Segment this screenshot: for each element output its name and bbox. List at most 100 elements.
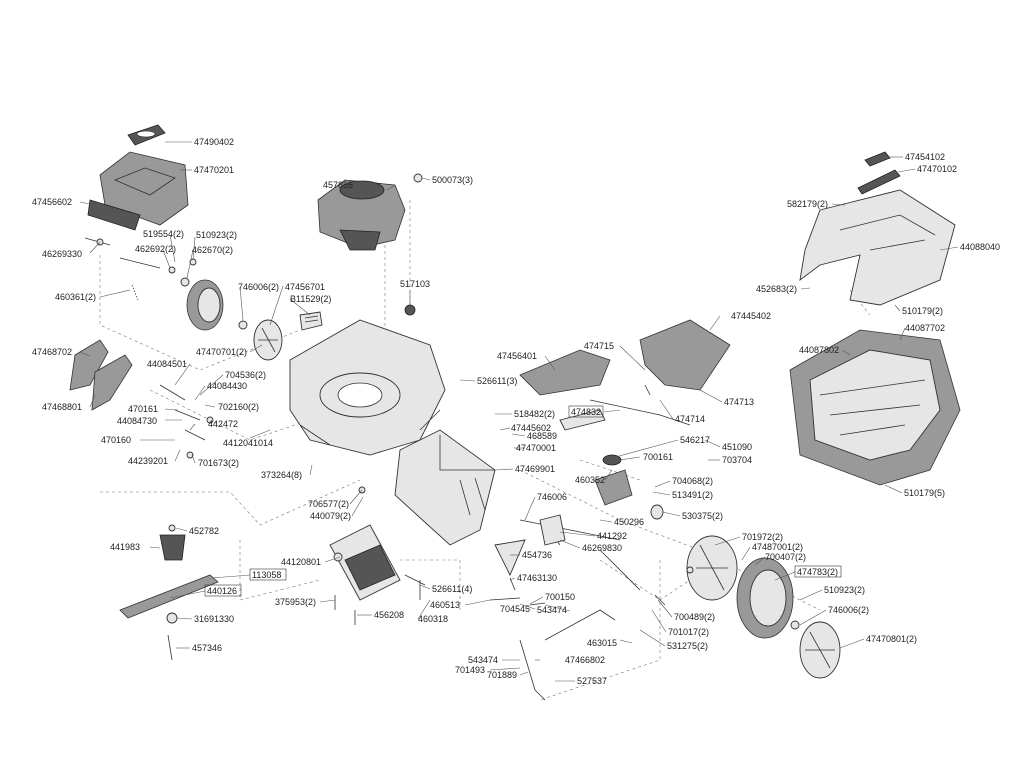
- label-701493: 701493: [455, 665, 485, 675]
- label-44084501: 44084501: [147, 359, 187, 369]
- label-47456602: 47456602: [32, 197, 72, 207]
- label-47456401: 47456401: [497, 351, 537, 361]
- label-700489: 700489(2): [674, 612, 715, 622]
- label-47468801: 47468801: [42, 402, 82, 412]
- label-474714: 474714: [675, 414, 705, 424]
- label-113058: 113058: [252, 570, 281, 580]
- mower-deck-part: [289, 319, 446, 456]
- label-582179: 582179(2): [787, 199, 828, 209]
- top-badge-part: [127, 124, 166, 146]
- label-701889: 701889: [487, 670, 517, 680]
- rear-axle-part: [489, 539, 616, 701]
- label-47463130: 47463130: [517, 573, 557, 583]
- label-460361: 460361(2): [55, 292, 96, 302]
- label-460352: 460352: [575, 475, 605, 485]
- label-452782: 452782: [189, 526, 219, 536]
- label-44084430: 44084430: [207, 381, 247, 391]
- label-47470001: 47470001: [516, 443, 556, 453]
- label-box-474832: [568, 405, 604, 418]
- grass-guard-part: [299, 304, 416, 331]
- grass-bag-frame-part: [799, 151, 956, 306]
- label-463015: 463015: [587, 638, 617, 648]
- left-small-parts: [84, 237, 197, 301]
- label-44087802: 44087802: [799, 345, 839, 355]
- label-703704: 703704: [722, 455, 752, 465]
- label-47456701: 47456701: [285, 282, 325, 292]
- label-531275: 531275(2): [667, 641, 708, 651]
- label-513491: 513491(2): [672, 490, 713, 500]
- label-510179-bottom: 510179(5): [904, 488, 945, 498]
- label-704545: 704545: [500, 604, 530, 614]
- label-746006-left: 746006(2): [238, 282, 279, 292]
- label-470160: 470160: [101, 435, 131, 445]
- label-460318: 460318: [418, 614, 448, 624]
- label-44084730: 44084730: [117, 416, 157, 426]
- label-500073: 500073(3): [432, 175, 473, 185]
- label-440079: 440079(2): [310, 511, 351, 521]
- label-701972: 701972(2): [742, 532, 783, 542]
- label-457346: 457346: [192, 643, 222, 653]
- label-701017: 701017(2): [668, 627, 709, 637]
- label-468589: 468589: [527, 431, 557, 441]
- label-462692: 462692(2): [135, 244, 176, 254]
- label-456208: 456208: [374, 610, 404, 620]
- part-number-labels: 47490402 47470201 47456602 519554(2) 510…: [32, 137, 1000, 686]
- label-47470801: 47470801(2): [866, 634, 917, 644]
- label-47470102: 47470102: [917, 164, 957, 174]
- label-704068: 704068(2): [672, 476, 713, 486]
- label-46269330: 46269330: [42, 249, 82, 259]
- label-47470701: 47470701(2): [196, 347, 247, 357]
- engine-cover-part: [87, 151, 189, 231]
- label-518482: 518482(2): [514, 409, 555, 419]
- label-526611-bottom: 526611(4): [432, 584, 472, 594]
- bolts-part: [334, 574, 426, 625]
- label-510179-top: 510179(2): [902, 306, 943, 316]
- label-546217: 546217: [680, 435, 710, 445]
- label-746006-right: 746006(2): [828, 605, 869, 615]
- label-462670: 462670(2): [192, 245, 233, 255]
- label-527537: 527537: [577, 676, 607, 686]
- label-700407: 700407(2): [765, 552, 806, 562]
- label-543474-right: 543474: [537, 605, 567, 615]
- label-510923-left: 510923(2): [196, 230, 237, 240]
- label-box-474783: [794, 565, 842, 578]
- label-441292: 441292: [597, 531, 627, 541]
- rear-right-wheel-part: [654, 535, 841, 679]
- label-746006-mid: 746006: [537, 492, 567, 502]
- label-526611-top: 526611(3): [477, 376, 517, 386]
- label-460513: 460513: [430, 600, 460, 610]
- label-442472: 442472: [208, 419, 238, 429]
- label-450296: 450296: [614, 517, 644, 527]
- label-704536: 704536(2): [225, 370, 266, 380]
- label-47466802: 47466802: [565, 655, 605, 665]
- label-440126: 440126: [207, 586, 237, 596]
- label-510923-right: 510923(2): [824, 585, 865, 595]
- label-46269830: 46269830: [582, 543, 622, 553]
- label-517103: 517103: [400, 279, 430, 289]
- label-543474-left: 543474: [468, 655, 498, 665]
- label-47454102: 47454102: [905, 152, 945, 162]
- label-44088040: 44088040: [960, 242, 1000, 252]
- label-474832: 474832: [571, 407, 601, 417]
- label-44239201: 44239201: [128, 456, 168, 466]
- label-474715: 474715: [584, 341, 614, 351]
- label-452683: 452683(2): [756, 284, 797, 294]
- label-4412041014: 4412041014: [223, 438, 273, 448]
- label-470161: 470161: [128, 404, 158, 414]
- handle-parts: [519, 319, 731, 431]
- label-454736: 454736: [522, 550, 552, 560]
- label-530375: 530375(2): [682, 511, 723, 521]
- label-47468702: 47468702: [32, 347, 72, 357]
- label-702160: 702160(2): [218, 402, 259, 412]
- label-47445402: 47445402: [731, 311, 771, 321]
- label-47490402: 47490402: [194, 137, 234, 147]
- label-44087702: 44087702: [905, 323, 945, 333]
- label-31691330: 31691330: [194, 614, 234, 624]
- label-box-113058: [249, 568, 287, 581]
- label-47445602: 47445602: [511, 423, 551, 433]
- rear-left-wheel-part: [186, 279, 283, 361]
- label-706577: 706577(2): [308, 499, 349, 509]
- grass-chute-part: [394, 429, 496, 546]
- label-519554: 519554(2): [143, 229, 184, 239]
